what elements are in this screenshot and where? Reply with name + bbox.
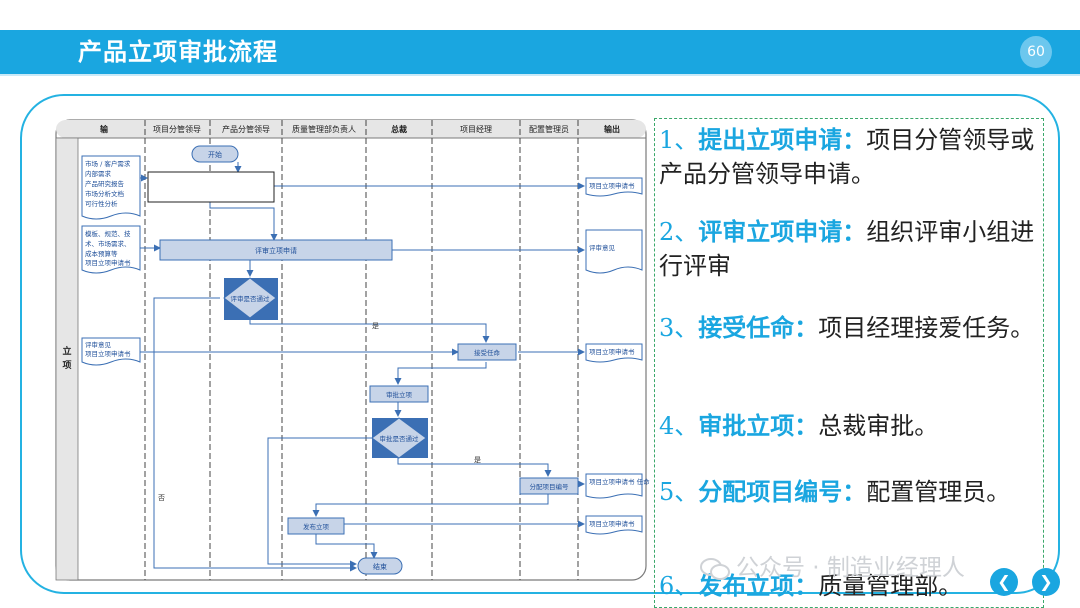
submit-application-box [147, 171, 275, 203]
lane-header-row [56, 120, 646, 138]
chevron-left-icon: ❮ [997, 572, 1011, 591]
step-3-number: 3、 [659, 314, 699, 342]
input-doc-1-line-3: 市场分析文档 [85, 189, 124, 198]
title-bar: 产品立项审批流程 60 [0, 30, 1080, 74]
input-doc-1-line-1: 内部需求 [85, 169, 112, 178]
input-doc-3-line-1: 项目立项申请书 [85, 349, 131, 358]
step-4-number: 4、 [659, 412, 699, 440]
page-number-badge: 60 [1020, 36, 1052, 68]
approve-task-node: 审批立项 [369, 385, 429, 403]
assign-number-node: 分配项目编号 [519, 477, 579, 495]
step-6: 6、发布立项：质量管理部。 [659, 569, 1039, 603]
output-document-5: 项目立项申请书 [585, 515, 643, 535]
input-doc-1-line-0: 市场 / 客户需求 [85, 159, 131, 168]
input-document-2: 模板、规范、技 术、市场需求、 成本预算等 项目立项申请书 [81, 225, 141, 274]
step-1-text: 项目分管领导或产品分管领导申请。 [659, 126, 1035, 188]
page-title: 产品立项审批流程 [78, 38, 278, 66]
step-3-term: 接受任命： [698, 313, 819, 342]
step-1-number: 1、 [659, 126, 699, 154]
step-4: 4、审批立项：总裁审批。 [659, 409, 1039, 443]
output-document-2: 评审意见 [585, 229, 643, 274]
step-1-term: 提出立项申请： [698, 125, 867, 154]
input-doc-2-line-0: 模板、规范、技 [85, 229, 131, 238]
step-5-number: 5、 [659, 478, 699, 506]
output-document-1: 项目立项申请书 [585, 177, 643, 197]
step-6-number: 6、 [659, 572, 699, 600]
step-5-term: 分配项目编号： [698, 477, 867, 506]
step-5-text: 配置管理员。 [866, 478, 1011, 506]
watermark: 公众号 · 制造业经理人 [700, 548, 965, 582]
end-node: 结束 [357, 557, 403, 575]
step-3: 3、接受任命：项目经理接爱任务。 [659, 311, 1039, 345]
lane-header-1: 项目分管领导 [153, 124, 201, 134]
lane-header-3: 质量管理部负责人 [292, 124, 356, 134]
output-doc-5-label: 项目立项申请书 [589, 519, 635, 528]
lane-header-6: 配置管理员 [529, 124, 569, 134]
lane-header-4: 总裁 [391, 124, 407, 134]
lane-header-5: 项目经理 [460, 124, 492, 134]
prev-page-button[interactable]: ❮ [990, 568, 1018, 596]
input-doc-1-line-4: 可行性分析 [85, 199, 118, 208]
step-4-text: 总裁审批。 [818, 412, 939, 440]
accept-task-node: 接受任命 [457, 343, 517, 361]
output-document-4: 项目立项申请书 任命书 [585, 473, 650, 499]
end-label: 结束 [373, 562, 387, 571]
output-document-3: 项目立项申请书 [585, 343, 643, 363]
phase-column [55, 137, 79, 581]
step-2-number: 2、 [659, 218, 699, 246]
approve-task-label: 审批立项 [386, 390, 413, 399]
review-decision-node: 评审是否通过 [223, 277, 278, 320]
start-label: 开始 [208, 150, 222, 159]
watermark-text: 公众号 · 制造业经理人 [736, 555, 965, 581]
phase-label-1: 立 [62, 345, 71, 357]
next-page-button[interactable]: ❯ [1032, 568, 1060, 596]
lane-header-0: 输 [100, 124, 109, 134]
step-4-term: 审批立项： [698, 411, 819, 440]
step-2-text: 组织评审小组进行评审 [659, 218, 1035, 280]
input-document-3: 评审意见 项目立项申请书 [81, 337, 141, 366]
input-doc-2-line-2: 成本预算等 [85, 249, 118, 258]
input-doc-2-line-3: 项目立项申请书 [85, 258, 131, 267]
review-task-label: 评审立项申请 [255, 246, 297, 255]
approval-flowchart: 立 项 输 项目分管领导 产品分管领导 质量管理部负责人 总裁 项目经理 配置管… [55, 119, 650, 581]
step-6-text: 质量管理部。 [818, 572, 963, 600]
step-3-text: 项目经理接爱任务。 [818, 314, 1035, 342]
output-doc-1-label: 项目立项申请书 [589, 181, 635, 190]
input-doc-2-line-1: 术、市场需求、 [85, 239, 131, 248]
approve-yes-label: 是 [474, 456, 481, 464]
start-node: 开始 [191, 145, 239, 163]
review-task-node: 评审立项申请 [159, 239, 393, 261]
publish-task-label: 发布立项 [303, 522, 330, 531]
lane-header-2: 产品分管领导 [222, 124, 270, 134]
review-no-label: 否 [158, 494, 165, 502]
accept-task-label: 接受任命 [474, 348, 501, 357]
content-frame [20, 94, 1060, 594]
output-doc-4-label: 项目立项申请书 任命书 [589, 477, 650, 486]
input-doc-1-line-2: 产品研究报告 [85, 179, 125, 188]
step-1: 1、提出立项申请：项目分管领导或产品分管领导申请。 [659, 123, 1039, 191]
phase-label-2: 项 [62, 360, 71, 371]
step-5: 5、分配项目编号：配置管理员。 [659, 475, 1039, 509]
wechat-icon [700, 557, 730, 580]
lane-header-7: 输出 [604, 124, 620, 134]
input-document-1: 市场 / 客户需求 内部需求 产品研究报告 市场分析文档 可行性分析 [81, 155, 141, 220]
approve-decision-label: 审批是否通过 [380, 434, 420, 443]
assign-number-label: 分配项目编号 [530, 482, 570, 491]
input-doc-3-line-0: 评审意见 [85, 340, 112, 349]
approve-decision-node: 审批是否通过 [371, 417, 428, 459]
output-doc-3-label: 项目立项申请书 [589, 347, 635, 356]
step-2: 2、评审立项申请：组织评审小组进行评审 [659, 215, 1039, 283]
step-description-panel: 1、提出立项申请：项目分管领导或产品分管领导申请。 2、评审立项申请：组织评审小… [654, 118, 1044, 608]
step-2-term: 评审立项申请： [698, 217, 867, 246]
chevron-right-icon: ❯ [1039, 572, 1053, 591]
review-yes-label: 是 [372, 322, 379, 330]
output-doc-2-label: 评审意见 [589, 243, 616, 252]
publish-task-node: 发布立项 [287, 517, 345, 535]
review-decision-label: 评审是否通过 [231, 294, 271, 303]
